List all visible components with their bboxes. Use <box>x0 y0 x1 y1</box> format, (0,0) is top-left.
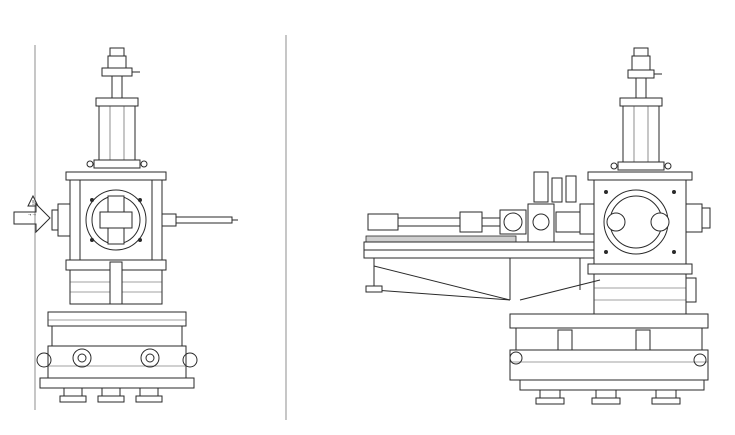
side-support-frame <box>363 235 601 301</box>
warning-symbol: ! <box>32 199 35 207</box>
side-cylinder <box>610 97 672 171</box>
side-base <box>509 313 709 405</box>
arrow-text: → → <box>28 212 37 217</box>
side-chamber <box>579 171 711 315</box>
front-cylinder <box>86 97 148 169</box>
front-view: ! → → <box>13 47 238 403</box>
side-transfer-arm <box>367 171 581 245</box>
front-side-rod <box>161 213 238 227</box>
input-arrow: → → <box>13 202 51 234</box>
front-input-flange <box>51 203 71 237</box>
side-top-valve <box>627 47 662 99</box>
front-top-valve <box>101 47 140 99</box>
side-view <box>363 47 711 405</box>
front-base <box>36 311 198 403</box>
front-chamber <box>65 171 167 305</box>
